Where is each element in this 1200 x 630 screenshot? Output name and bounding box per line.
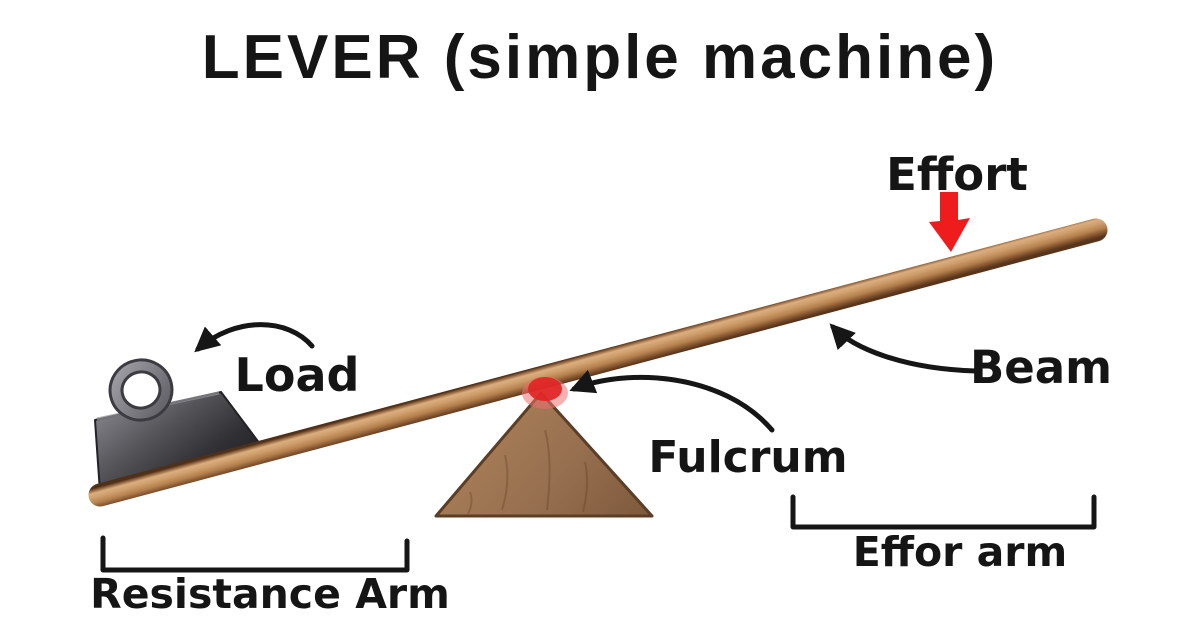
fulcrum-label: Fulcrum	[648, 432, 848, 483]
beam-label: Beam	[969, 341, 1113, 394]
fulcrum-triangle	[434, 391, 654, 518]
beam-bar	[88, 218, 1108, 507]
pivot-dot	[522, 377, 568, 409]
resistance-arm-label: Resistance Arm	[90, 570, 450, 618]
page-title: LEVER (simple machine)	[201, 23, 999, 92]
effort-label: Effort	[886, 148, 1028, 201]
fulcrum-pointer-arrow-icon	[569, 369, 775, 433]
load-label: Load	[234, 348, 360, 402]
resistance-arm-bracket	[100, 535, 410, 573]
effort-arrow-icon	[929, 192, 970, 252]
effort-arm-label: Effor arm	[852, 528, 1068, 576]
load-ring-handle	[108, 358, 174, 422]
beam-pointer-arrow-icon	[829, 323, 979, 374]
effort-arm-bracket	[790, 494, 1097, 530]
load-rotation-arrow-icon	[194, 322, 315, 353]
